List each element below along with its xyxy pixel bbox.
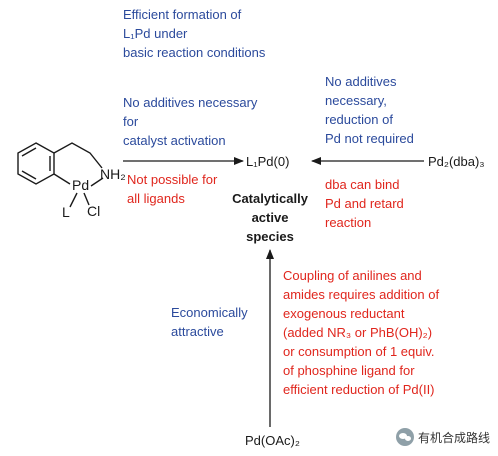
text-line: amides requires addition of [283, 287, 440, 302]
active-species-formula: L₁Pd(0) [246, 154, 290, 169]
watermark: 有机合成路线 [395, 428, 490, 446]
pd2dba3-label: Pd₂(dba)₃ [428, 154, 485, 169]
text-line: or consumption of 1 equiv. [283, 344, 435, 359]
pd-cl-bond [83, 192, 90, 206]
aromatic-bond [21, 147, 37, 157]
text-line: active [251, 210, 289, 225]
nh2-label: NH₂ [100, 166, 126, 182]
left-block-blue-2: No additives necessary for catalyst acti… [123, 93, 257, 150]
text-line: Pd and retard [325, 196, 404, 211]
ethyl-chain [53, 142, 103, 169]
text-line: Efficient formation of [123, 7, 242, 22]
pd-n-bond [90, 177, 104, 187]
left-block-blue: Efficient formation of L₁Pd under basic … [123, 5, 265, 62]
text-line: dba can bind [325, 177, 400, 192]
benzene-ring [17, 142, 55, 185]
watermark-text: 有机合成路线 [417, 430, 490, 445]
text-line: exogenous reductant [283, 306, 405, 321]
text-line: for [123, 114, 139, 129]
bottom-block-blue: Economically attractive [171, 303, 248, 341]
text-line: species [246, 229, 294, 244]
right-block-blue: No additives necessary, reduction of Pd … [325, 72, 414, 148]
text-line: Not possible for [127, 172, 218, 187]
text-line: Pd not required [325, 131, 414, 146]
left-block-red: Not possible for all ligands [127, 170, 217, 208]
text-line: all ligands [127, 191, 185, 206]
aromatic-bond [21, 170, 37, 180]
text-line: of phosphine ligand for [283, 363, 415, 378]
aryl-pd-bond [53, 173, 71, 185]
text-line: No additives necessary [123, 95, 258, 110]
text-line: Economically [171, 305, 248, 320]
pdoac2-label: Pd(OAc)₂ [245, 433, 300, 448]
right-block-red: dba can bind Pd and retard reaction [325, 175, 404, 232]
text-line: reduction of [325, 112, 393, 127]
wechat-icon [395, 428, 414, 446]
text-line: Coupling of anilines and [283, 268, 422, 283]
bottom-block-red: Coupling of anilines and amides requires… [283, 266, 439, 399]
text-line: necessary, [325, 93, 387, 108]
active-species-label: Catalytically active species [222, 189, 318, 246]
text-line: reaction [325, 215, 372, 230]
pd-l-bond [69, 192, 78, 208]
text-line: Catalytically [232, 191, 308, 206]
text-line: L₁Pd under [123, 26, 188, 41]
text-line: attractive [171, 324, 224, 339]
text-line: basic reaction conditions [123, 45, 266, 60]
text-line: catalyst activation [123, 133, 226, 148]
cl-label: Cl [87, 203, 101, 219]
text-line: (added NR₃ or PhB(OH)₂) [283, 325, 433, 340]
l-ligand-label: L [62, 204, 70, 220]
text-line: efficient reduction of Pd(II) [283, 382, 435, 397]
text-line: No additives [325, 74, 397, 89]
pd-atom-label: Pd [72, 177, 90, 193]
precatalyst-structure [17, 142, 104, 208]
